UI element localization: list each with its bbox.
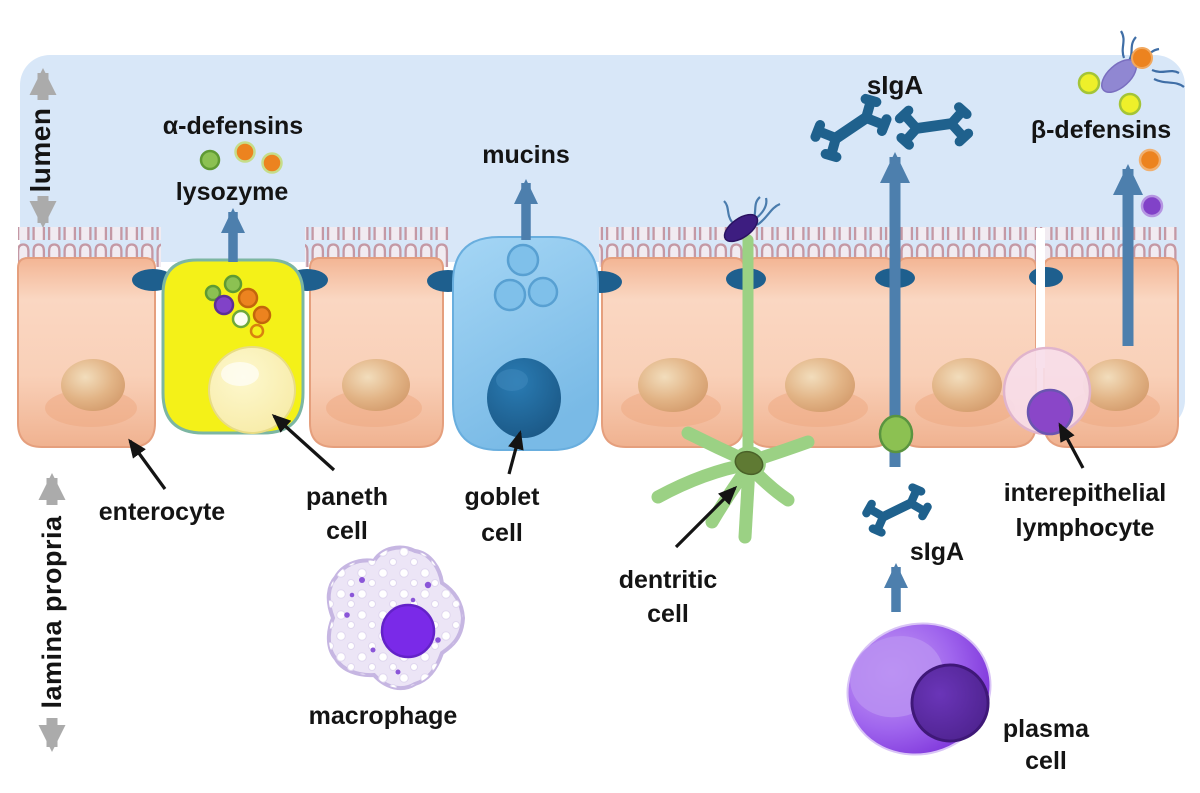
- label-mucins: mucins: [482, 141, 570, 169]
- enterocyte-nuclei: [45, 358, 1160, 427]
- paneth-granule-dots: [204, 274, 272, 339]
- siga-antibody-icon: [863, 486, 930, 535]
- label-paneth-1: paneth: [306, 483, 388, 511]
- label-siga-lumen: sIgA: [867, 70, 924, 100]
- label-enterocyte: enterocyte: [99, 498, 226, 526]
- goblet-cell-shape: [452, 236, 599, 451]
- pointer-arrows: [128, 413, 1085, 549]
- label-plasma-2: cell: [1025, 747, 1067, 775]
- label-lamina-propria: lamina propria: [37, 515, 67, 709]
- beta-defensin-dots: [1077, 71, 1164, 218]
- label-paneth-2: cell: [326, 517, 368, 545]
- plasma-cell-shape: [846, 622, 992, 756]
- label-iel-1: interepithelial: [1004, 479, 1167, 507]
- iel-pointer: [1058, 422, 1085, 469]
- goblet-mucin-vesicles: [493, 243, 559, 312]
- alpha-defensin-dots: [199, 141, 283, 174]
- label-lysozyme: lysozyme: [176, 178, 289, 206]
- bacterium-icon: [1100, 30, 1185, 94]
- label-dendritic-1: dentritic: [619, 566, 718, 594]
- paneth-cell-shape: [161, 258, 305, 435]
- label-goblet-1: goblet: [465, 483, 541, 511]
- label-lumen: lumen: [25, 108, 56, 193]
- label-dendritic-2: cell: [647, 600, 689, 628]
- plasma-nucleus: [910, 663, 990, 743]
- paneth-granule: [208, 346, 296, 434]
- label-alpha-defensins: α-defensins: [163, 112, 303, 140]
- transcytosis-vesicle: [878, 414, 914, 454]
- bacterium-icon: [723, 196, 781, 243]
- macrophage-nucleus: [380, 603, 436, 659]
- iel-nucleus: [1026, 388, 1074, 436]
- label-siga-lamina: sIgA: [910, 538, 964, 566]
- dendritic-nucleus: [734, 450, 764, 476]
- paneth-pointer: [271, 413, 336, 472]
- label-goblet-2: cell: [481, 519, 523, 547]
- label-plasma-1: plasma: [1003, 715, 1090, 743]
- goblet-pointer: [507, 430, 524, 475]
- label-beta-defensins: β-defensins: [1031, 116, 1171, 144]
- macrophage-specks: [344, 577, 441, 675]
- goblet-nucleus: [487, 358, 561, 438]
- label-iel-2: lymphocyte: [1016, 514, 1155, 542]
- dendritic-pointer: [674, 485, 738, 549]
- macrophage-shape: [326, 545, 466, 691]
- enterocyte-pointer: [128, 438, 167, 490]
- label-macrophage: macrophage: [309, 702, 458, 730]
